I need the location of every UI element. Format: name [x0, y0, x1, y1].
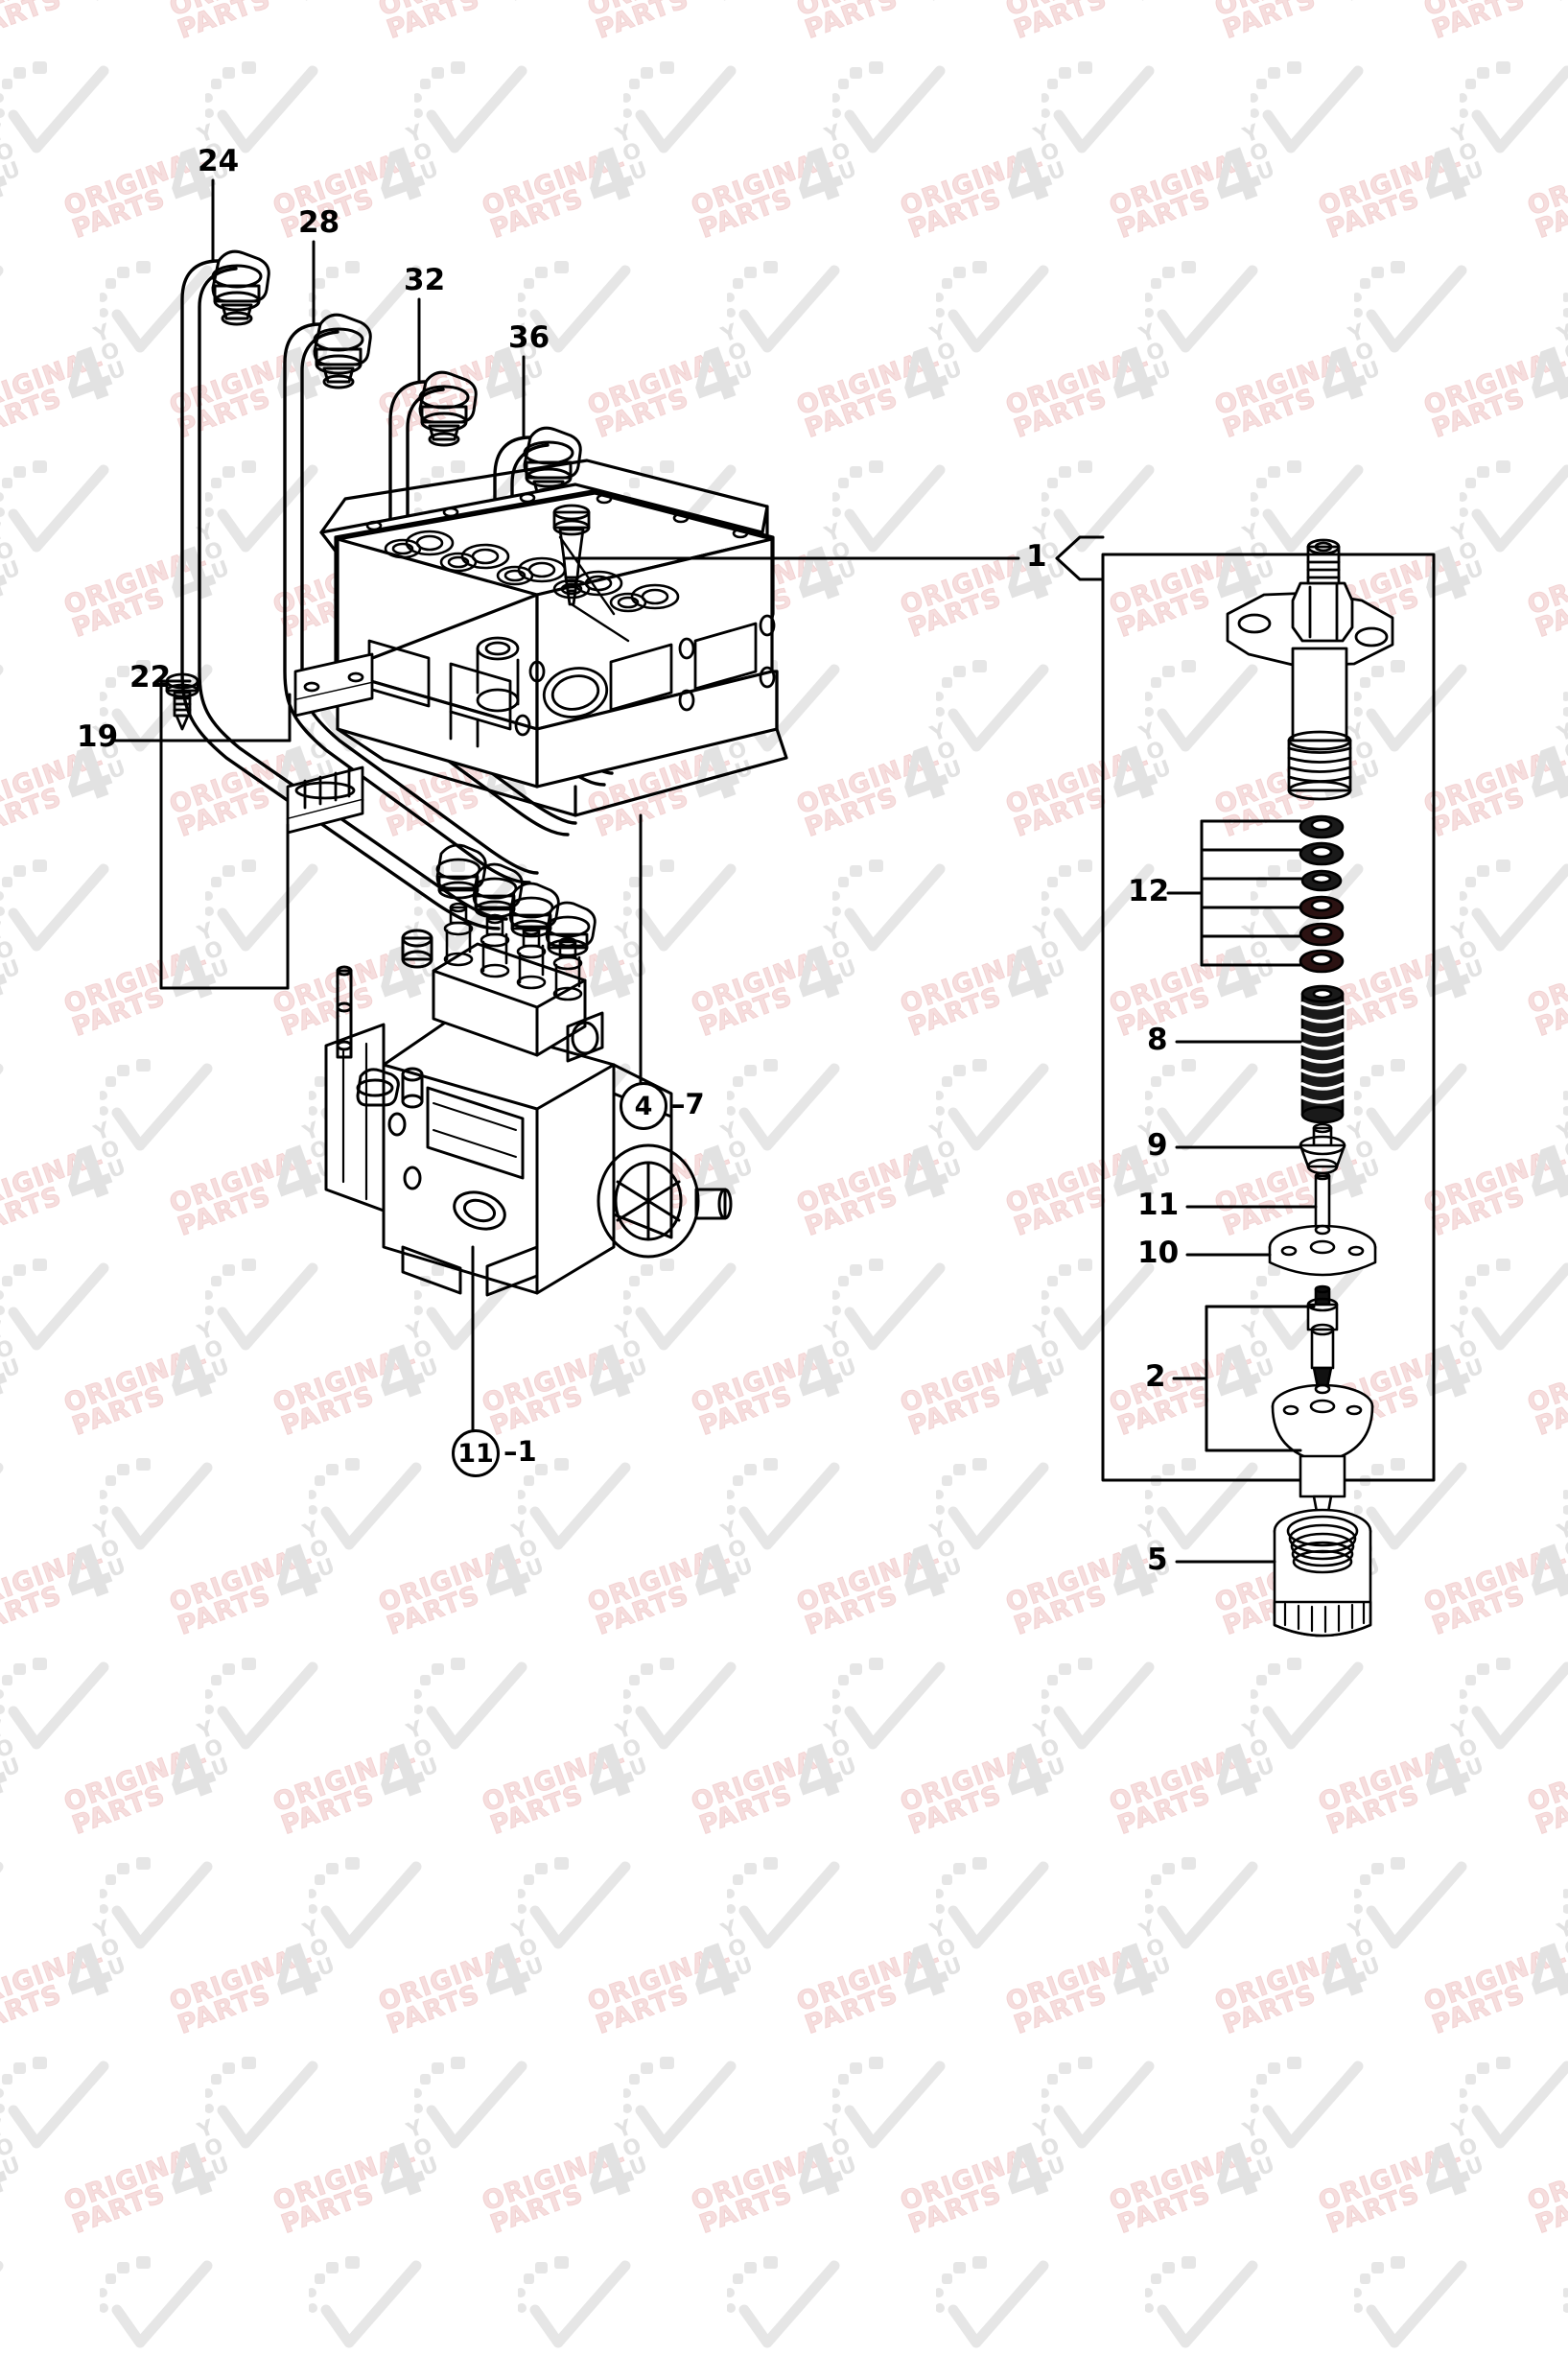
watermark-check-icon: [1041, 2057, 1155, 2149]
watermark-check-icon: [1460, 2057, 1568, 2149]
callout-ref-suffix-1: –1: [503, 1435, 537, 1468]
callout-label-10: 10: [1137, 1236, 1180, 1270]
callout-label-24: 24: [198, 144, 240, 178]
callout-label-5: 5: [1147, 1543, 1168, 1577]
watermark-check-icon: [1145, 2256, 1258, 2348]
callout-label-19: 19: [77, 719, 119, 754]
callout-label-8: 8: [1147, 1023, 1168, 1057]
watermark-check-icon: [414, 2057, 527, 2149]
callout-label-1: 1: [1026, 539, 1047, 574]
callout-label-32: 32: [404, 263, 446, 297]
watermark-check-icon: [309, 2256, 422, 2348]
callout-label-28: 28: [298, 205, 340, 240]
callout-ref-circle-11: 11: [452, 1429, 500, 1477]
watermark-check-icon: [0, 2057, 109, 2149]
callout-ref-suffix-7: –7: [671, 1088, 705, 1120]
watermark-check-icon: [936, 2256, 1049, 2348]
callout-ref-circle-4: 4: [620, 1082, 667, 1130]
watermark-check-icon: [518, 2256, 631, 2348]
callout-label-9: 9: [1147, 1128, 1168, 1163]
diagram-artwork: [113, 178, 1436, 1637]
watermark-check-icon: [727, 2256, 840, 2348]
callout-label-36: 36: [508, 320, 550, 355]
callout-label-12: 12: [1128, 874, 1170, 908]
callout-label-2: 2: [1145, 1359, 1166, 1394]
watermark-check-icon: [623, 2057, 737, 2149]
callout-label-22: 22: [129, 660, 172, 695]
watermark-check-icon: [832, 2057, 946, 2149]
watermark-check-icon: [0, 2260, 4, 2273]
watermark-check-icon: [205, 2057, 318, 2149]
watermark-check-icon: [1354, 2256, 1467, 2348]
watermark-check-icon: [1251, 2057, 1364, 2149]
watermark-check-icon: [1563, 2288, 1568, 2313]
watermark-check-icon: [100, 2256, 213, 2348]
callout-label-11: 11: [1137, 1188, 1180, 1222]
